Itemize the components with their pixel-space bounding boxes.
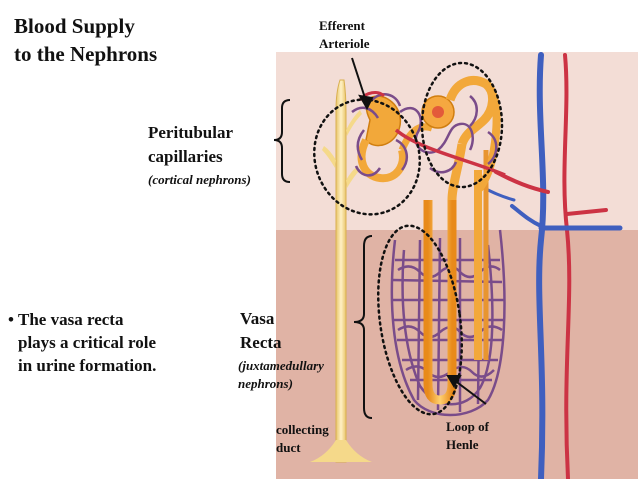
braces bbox=[273, 99, 373, 419]
cortex-region bbox=[276, 52, 638, 230]
peritubular-sublabel: (cortical nephrons) bbox=[148, 172, 251, 187]
bullet-line-2: plays a critical role bbox=[18, 333, 157, 352]
loop-of-henle-label: Loop of Henle bbox=[446, 418, 489, 454]
vasa-sub-line-1: (juxtamedullary bbox=[238, 358, 324, 373]
title-line-2: to the Nephrons bbox=[14, 42, 158, 66]
loop-line-1: Loop of bbox=[446, 419, 489, 434]
highlight-ellipses bbox=[313, 61, 504, 416]
vasa-line-1: Vasa bbox=[240, 309, 275, 328]
collecting-line-1: collecting bbox=[276, 422, 329, 437]
vasa-recta-sublabel: (juxtamedullary nephrons) bbox=[238, 357, 324, 393]
collecting-duct bbox=[310, 79, 372, 463]
vasa-line-2: Recta bbox=[240, 333, 282, 352]
bullet-line-1: The vasa recta bbox=[18, 310, 124, 329]
peritubular-label: Peritubular capillaries bbox=[148, 121, 233, 169]
efferent-line-2: Arteriole bbox=[319, 36, 370, 51]
bullet-symbol: • bbox=[8, 310, 14, 329]
title-line-1: Blood Supply bbox=[14, 14, 135, 38]
page-title: Blood Supply to the Nephrons bbox=[14, 12, 157, 68]
peritubular-line-1: Peritubular bbox=[148, 123, 233, 142]
collecting-duct-label: collecting duct bbox=[276, 421, 329, 457]
loop-line-2: Henle bbox=[446, 437, 479, 452]
vasa-recta-label: Vasa Recta bbox=[240, 307, 282, 355]
efferent-line-1: Efferent bbox=[319, 18, 365, 33]
collecting-line-2: duct bbox=[276, 440, 301, 455]
pointer-arrows bbox=[351, 57, 487, 405]
bullet-text: The vasa recta plays a critical role in … bbox=[18, 308, 228, 377]
vasa-sub-line-2: nephrons) bbox=[238, 376, 293, 391]
peritubular-line-2: capillaries bbox=[148, 147, 223, 166]
bullet-line-3: in urine formation. bbox=[18, 356, 157, 375]
efferent-arteriole-label: Efferent Arteriole bbox=[319, 17, 370, 53]
blood-vessels bbox=[482, 52, 623, 479]
